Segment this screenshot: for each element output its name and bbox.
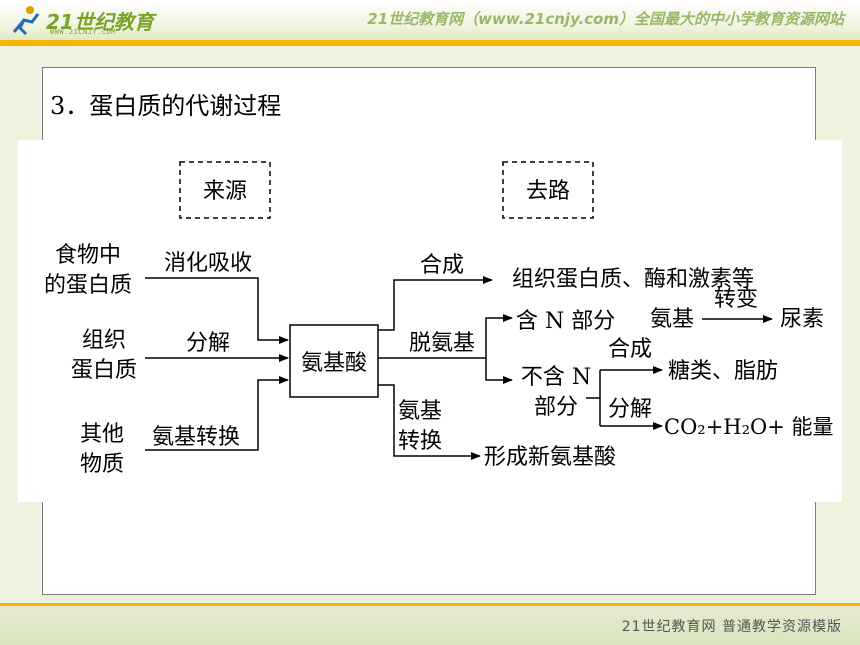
site-logo[interactable]: 21世纪教育 WWW.21CNJY.COM <box>6 2 156 38</box>
footer-stripe <box>0 603 860 607</box>
branch-deamination-label: 脱氨基 <box>409 331 475 356</box>
branch-amino-line2: 转换 <box>398 429 442 454</box>
process-digest-label: 消化吸收 <box>164 251 252 276</box>
source-header-box <box>179 161 271 219</box>
logo-subtext: WWW.21CNJY.COM <box>50 28 117 36</box>
product-proteins: 组织蛋白质、酶和激素等 <box>512 267 754 292</box>
non-n-line2: 部分 <box>534 395 578 420</box>
header-stripe <box>0 40 860 46</box>
n-part-label: 含 N 部分 <box>516 309 615 334</box>
arrow-non-n-part <box>485 358 513 384</box>
sugar-fat-label: 糖类、脂肪 <box>668 359 778 384</box>
non-n-synthesis-label: 合成 <box>608 337 652 362</box>
process-decompose-label: 分解 <box>186 331 230 356</box>
urea-label: 尿素 <box>780 307 824 332</box>
source-other-line2: 物质 <box>80 452 124 477</box>
branch-amino-line1: 氨基 <box>398 399 442 424</box>
slide-title: 3．蛋白质的代谢过程 <box>50 92 282 120</box>
transform-label: 转变 <box>714 287 758 312</box>
footer-text: 21世纪教育网 普通教学资源模版 <box>621 619 842 635</box>
destination-header: 去路 <box>526 179 570 204</box>
runner-logo-icon <box>12 6 40 36</box>
arrow-digest <box>145 277 289 344</box>
site-slogan: 21世纪教育网（www.21cnjy.com）全国最大的中小学教育资源网站 <box>367 10 844 28</box>
source-other-line1: 其他 <box>80 422 124 447</box>
diagram-background <box>18 140 842 502</box>
source-food-line2: 的蛋白质 <box>44 273 132 298</box>
non-n-decompose-label: 分解 <box>608 397 652 422</box>
arrow-new-amino <box>378 384 481 460</box>
amino-group-label: 氨基 <box>650 307 694 332</box>
arrow-transamination <box>145 376 289 451</box>
destination-header-box <box>502 161 594 219</box>
arrow-synthesis <box>378 276 493 331</box>
new-amino-label: 形成新氨基酸 <box>484 445 616 470</box>
source-tissue-line2: 蛋白质 <box>71 358 137 383</box>
center-node-label: 氨基酸 <box>301 351 367 376</box>
source-tissue-line1: 组织 <box>82 328 126 353</box>
amino-acid-box <box>289 324 379 398</box>
source-food-line1: 食物中 <box>55 243 121 268</box>
co2-h2o-energy-label: CO₂+H₂O+ 能量 <box>664 415 834 439</box>
branch-synthesis-label: 合成 <box>420 253 464 278</box>
arrow-n-part <box>485 314 513 358</box>
logo-text: 21世纪教育 <box>46 10 154 34</box>
header-bar <box>0 0 860 40</box>
non-n-line1: 不含 N <box>521 365 591 390</box>
footer-bar <box>0 606 860 645</box>
source-header: 来源 <box>203 179 247 204</box>
process-transamination-label: 氨基转换 <box>152 425 240 450</box>
